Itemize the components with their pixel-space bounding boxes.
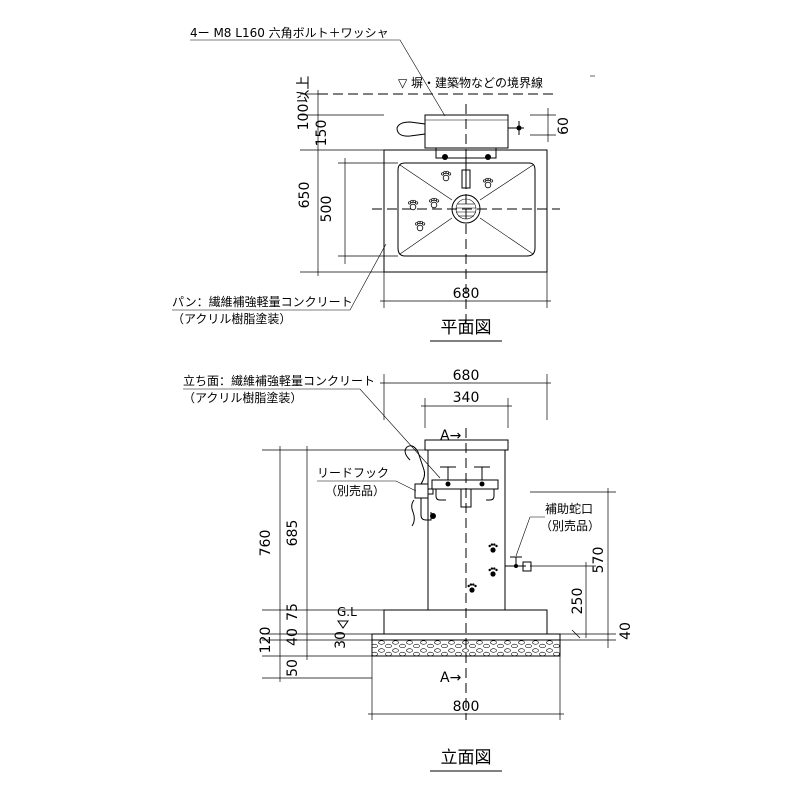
lead-hook-icon bbox=[404, 445, 436, 527]
dim-650: 650 bbox=[297, 182, 313, 209]
stand-material-label: 立ち面：繊維補強軽量コンクリート bbox=[183, 373, 375, 388]
auxiliary-faucet-icon bbox=[505, 556, 532, 572]
dim-570: 570 bbox=[591, 547, 607, 574]
paw-print-icon bbox=[467, 583, 477, 593]
dim-760: 760 bbox=[258, 530, 274, 557]
hose-hook-icon bbox=[396, 121, 426, 137]
stand-leader-line bbox=[183, 388, 441, 479]
side-faucet-icon bbox=[508, 121, 524, 135]
lead-hook-label: リードフック bbox=[317, 466, 389, 480]
dim-50: 50 bbox=[285, 659, 301, 677]
section-marker-top: A→ bbox=[440, 428, 462, 444]
dim-680-elevation: 680 bbox=[453, 368, 480, 384]
plan-view: 4ー M8 L160 六角ボルト＋ワッシャ ▽ 塀・建築物などの境界線 bbox=[172, 26, 595, 342]
stand-coating-label: （アクリル樹脂塗装） bbox=[183, 390, 302, 405]
dim-40-right: 40 bbox=[618, 622, 634, 640]
paw-print-icon bbox=[414, 220, 426, 232]
paw-print-icon bbox=[428, 197, 440, 209]
aux-faucet-leader bbox=[515, 516, 545, 557]
dim-500: 500 bbox=[319, 196, 335, 223]
ground-level-marker-icon bbox=[337, 620, 349, 629]
dim-100-or-more: 100以上 bbox=[296, 76, 312, 131]
lead-hook-leader bbox=[317, 480, 417, 492]
pan-material-label: パン：繊維補強軽量コンクリート bbox=[172, 295, 353, 309]
faucet-top-icon bbox=[435, 147, 497, 189]
aux-faucet-label: 補助蛇口 bbox=[545, 501, 593, 516]
elevation-view: 立ち面：繊維補強軽量コンクリート （アクリル樹脂塗装） 680 340 A→ A… bbox=[183, 368, 634, 772]
drain-icon bbox=[451, 194, 481, 224]
dim-75: 75 bbox=[285, 603, 301, 621]
dim-800: 800 bbox=[453, 699, 480, 715]
dim-250: 250 bbox=[570, 588, 586, 615]
double-faucet-icon bbox=[431, 466, 499, 508]
plan-view-title: 平面図 bbox=[441, 318, 492, 338]
bolt-leader-line bbox=[190, 39, 446, 117]
paw-print-icon bbox=[482, 177, 494, 189]
paw-print-icon bbox=[440, 170, 452, 182]
elevation-view-title: 立面図 bbox=[441, 748, 492, 768]
paw-print-icon bbox=[407, 199, 419, 211]
ground-level-label: G.L bbox=[337, 605, 357, 619]
section-marker-bottom: A→ bbox=[440, 670, 462, 686]
pan-leader-line bbox=[172, 243, 387, 311]
paw-print-icon bbox=[488, 543, 498, 553]
dim-120: 120 bbox=[258, 627, 274, 654]
pan-coating-label: （アクリル樹脂塗装） bbox=[172, 311, 291, 326]
dim-150: 150 bbox=[314, 120, 330, 147]
basin-inner bbox=[397, 162, 536, 257]
lead-hook-note: （別売品） bbox=[325, 483, 385, 498]
aux-faucet-note: （別売品） bbox=[540, 518, 600, 533]
bolt-label: 4ー M8 L160 六角ボルト＋ワッシャ bbox=[190, 26, 389, 40]
dim-30: 30 bbox=[333, 631, 349, 649]
dim-60: 60 bbox=[556, 117, 572, 135]
dim-685: 685 bbox=[285, 520, 301, 547]
dim-680-plan: 680 bbox=[453, 286, 480, 302]
boundary-label: ▽ 塀・建築物などの境界線 bbox=[398, 75, 543, 90]
paw-print-icon bbox=[488, 567, 498, 577]
gravel-layer bbox=[371, 639, 561, 657]
dim-340: 340 bbox=[453, 390, 480, 406]
dim-40-left: 40 bbox=[285, 628, 301, 646]
basin-outer bbox=[383, 149, 548, 273]
